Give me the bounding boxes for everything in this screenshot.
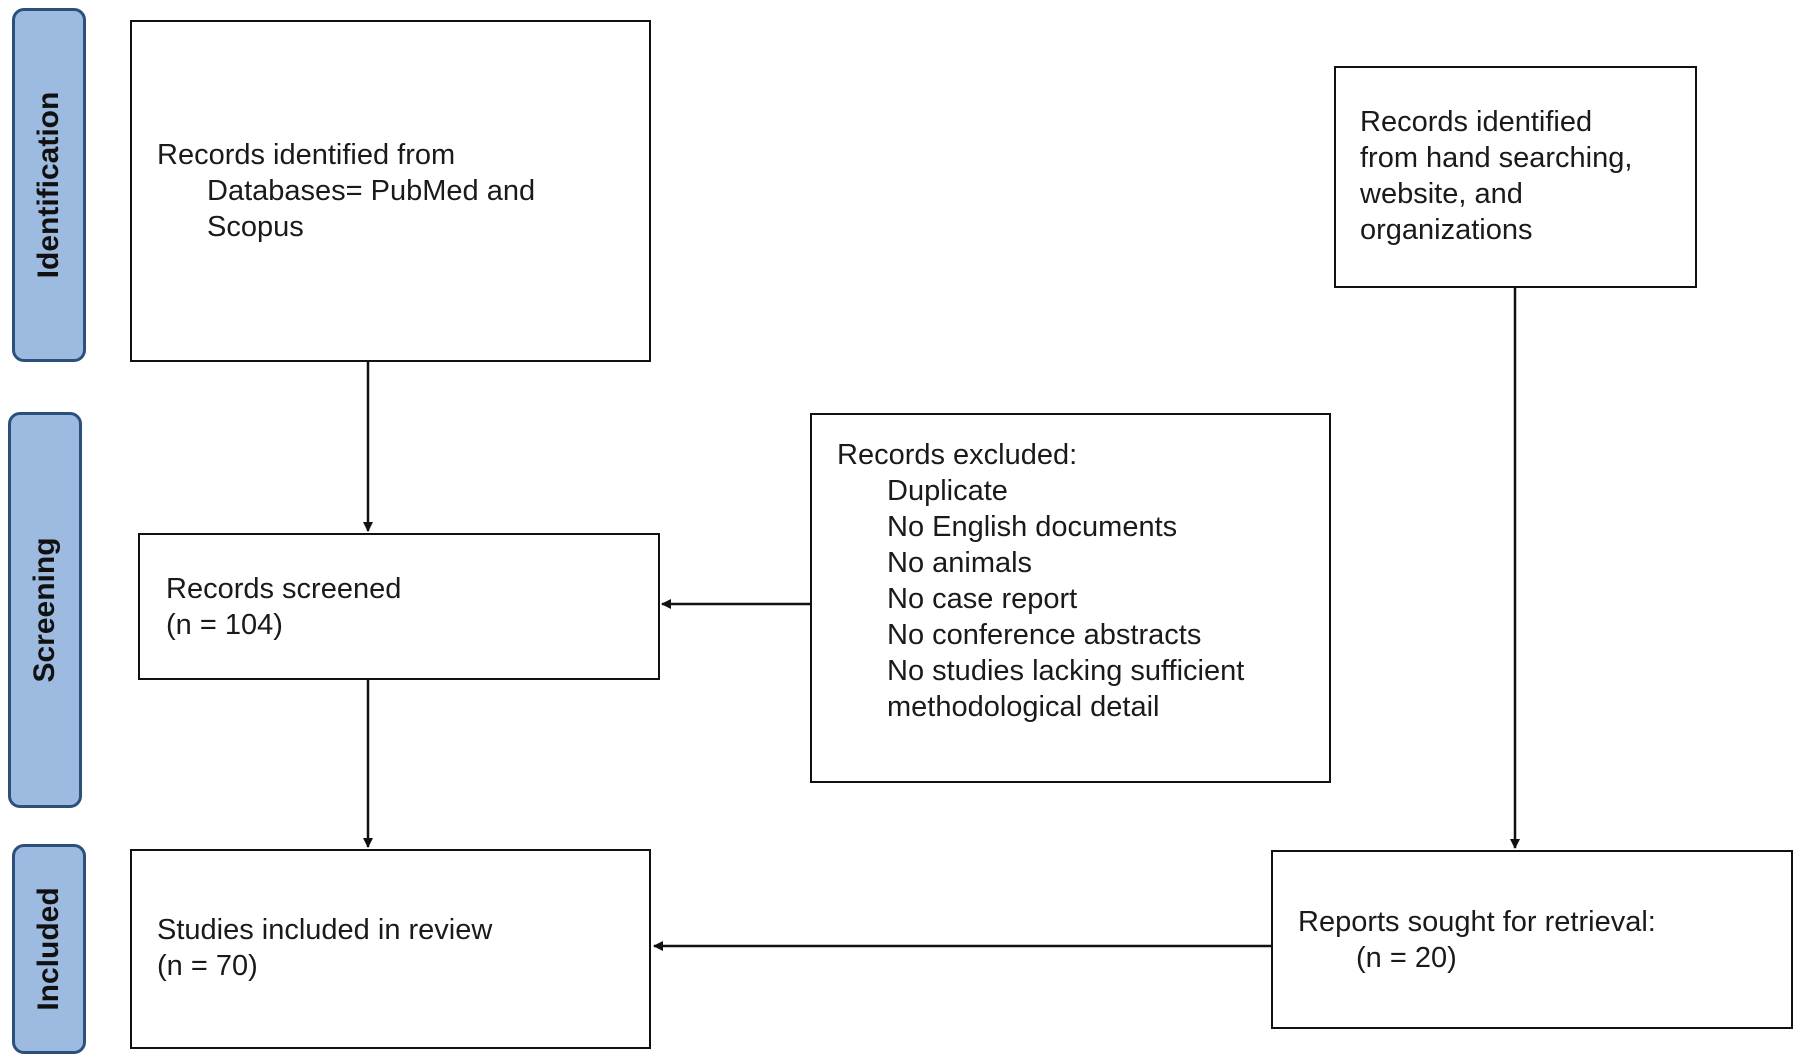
hand-search-line-4: organizations [1360, 214, 1533, 246]
hand-search-line-2: from hand searching, [1360, 142, 1633, 174]
retrieval-line-1: Reports sought for retrieval: [1298, 906, 1656, 938]
hand-search-text: Records identified from hand searching, … [1360, 104, 1632, 248]
hand-search-line-1: Records identified [1360, 106, 1593, 138]
databases-line-3: Scopus [207, 211, 304, 243]
retrieval-text: Reports sought for retrieval: (n = 20) [1298, 904, 1656, 976]
excluded-item: Duplicate [887, 475, 1008, 507]
excluded-item: methodological detail [887, 691, 1160, 723]
excluded-item: No studies lacking sufficient [887, 655, 1245, 687]
excluded-title: Records excluded: [837, 439, 1078, 471]
excluded-item: No conference abstracts [887, 619, 1202, 651]
databases-line-1: Records identified from [157, 139, 456, 171]
excluded-item: No animals [887, 547, 1033, 579]
retrieval-box [1271, 850, 1793, 1029]
excluded-text: Records excluded: Duplicate No English d… [837, 437, 1244, 725]
databases-box [130, 20, 651, 362]
included-line-1: Studies included in review [157, 914, 493, 946]
screened-count: (n = 104) [166, 609, 283, 641]
stage-tab-screening: Screening [8, 412, 82, 808]
included-box [130, 849, 651, 1049]
excluded-box [810, 413, 1331, 783]
stage-tab-identification: Identification [12, 8, 86, 362]
retrieval-count: (n = 20) [1356, 942, 1457, 974]
databases-line-2: Databases= PubMed and [207, 175, 536, 207]
hand-search-line-3: website, and [1360, 178, 1523, 210]
screened-text: Records screened (n = 104) [166, 571, 401, 643]
excluded-item: No case report [887, 583, 1078, 615]
databases-text: Records identified from Databases= PubMe… [157, 137, 535, 245]
excluded-item: No English documents [887, 511, 1178, 543]
screened-line-1: Records screened [166, 573, 402, 605]
included-text: Studies included in review (n = 70) [157, 912, 492, 984]
screened-box [138, 533, 660, 680]
included-count: (n = 70) [157, 950, 258, 982]
stage-tab-included: Included [12, 844, 86, 1054]
hand-search-box [1334, 66, 1697, 288]
